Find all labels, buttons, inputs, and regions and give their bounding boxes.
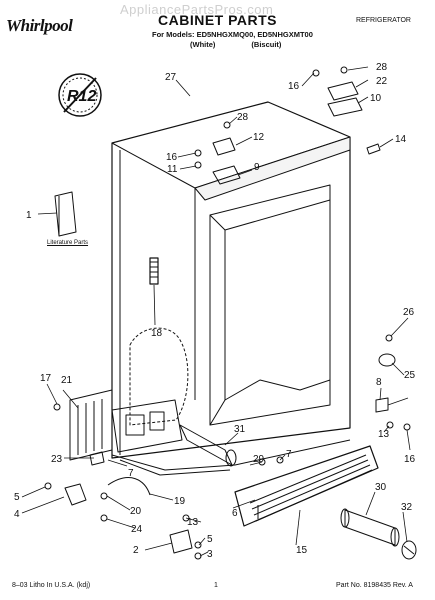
callout-16c: 16 — [404, 454, 416, 465]
callout-15: 15 — [296, 545, 308, 556]
footer-litho: 8–03 Litho In U.S.A. (kdj) — [12, 582, 91, 589]
roller-bracket — [169, 529, 202, 560]
callout-14: 14 — [395, 134, 407, 145]
callout-21: 21 — [61, 375, 73, 386]
callout-5b: 5 — [207, 534, 213, 545]
variant-biscuit: (Biscuit) — [251, 40, 282, 49]
top-hinge-center — [194, 121, 241, 185]
callout-22: 22 — [376, 76, 388, 87]
callout-18: 18 — [151, 328, 163, 339]
callout-12: 12 — [253, 132, 265, 143]
callout-28b: 28 — [376, 62, 388, 73]
callout-27: 27 — [165, 72, 177, 83]
callout-2: 2 — [133, 545, 139, 556]
bottom-hinge-cup — [378, 353, 396, 367]
callout-1: 1 — [26, 210, 32, 221]
callout-10: 10 — [370, 93, 382, 104]
callout-19: 19 — [174, 496, 186, 507]
callout-8: 8 — [376, 377, 382, 388]
toe-grille — [234, 445, 379, 527]
variant-white: (White) — [190, 40, 216, 49]
callout-4: 4 — [14, 509, 20, 520]
model-variants: (White) (Biscuit) — [190, 40, 317, 49]
water-filter — [340, 508, 400, 547]
callout-30: 30 — [375, 482, 387, 493]
callout-16b: 16 — [288, 81, 300, 92]
drain-hose — [107, 477, 151, 496]
bottom-hinge-bracket — [375, 397, 389, 413]
callout-17: 17 — [40, 373, 52, 384]
category-label: REFRIGERATOR — [356, 17, 411, 24]
drain-tube — [179, 424, 233, 466]
callout-26: 26 — [403, 307, 415, 318]
callout-5a: 5 — [14, 492, 20, 503]
callout-9: 9 — [254, 162, 260, 173]
callout-6: 6 — [232, 508, 238, 519]
page-title: CABINET PARTS — [157, 12, 278, 28]
machine-compartment — [69, 389, 351, 476]
callout-32: 32 — [401, 502, 413, 513]
callout-24: 24 — [131, 524, 143, 535]
power-cord-bracket — [89, 451, 105, 466]
spring-part — [149, 257, 159, 285]
leveling-leg — [44, 482, 87, 506]
callout-23: 23 — [51, 454, 63, 465]
callout-28a: 28 — [237, 112, 249, 123]
callout-3: 3 — [207, 549, 213, 560]
brand-logo: Whirlpool — [6, 16, 73, 35]
watermark: AppliancePartsPros.com — [120, 2, 274, 17]
r12-badge — [58, 73, 102, 117]
cutaway-region — [129, 327, 189, 426]
literature-booklet — [54, 191, 77, 237]
literature-parts-label: Literature Parts — [47, 240, 89, 246]
callout-29: 29 — [253, 454, 265, 465]
callout-labels: 1 2 3 4 5 5 6 7 7 8 9 10 11 12 13 13 14 … — [14, 62, 416, 560]
footer-part-number: Part No. 8198435 Rev. A — [336, 582, 413, 589]
r12-badge-text: R12 — [67, 88, 96, 105]
callout-7a: 7 — [128, 468, 134, 479]
callout-13a: 13 — [187, 517, 199, 528]
callout-20: 20 — [130, 506, 142, 517]
callout-31: 31 — [234, 424, 246, 435]
callout-25: 25 — [404, 370, 416, 381]
top-hinge-right — [312, 66, 363, 117]
callout-16a: 16 — [166, 152, 178, 163]
models-line: For Models: ED5NHGXMQ00, ED5NHGXMT00 — [152, 30, 313, 39]
page-number: 1 — [214, 582, 218, 589]
door-stop — [366, 143, 381, 155]
filter-cap — [401, 540, 417, 560]
callout-11: 11 — [167, 164, 178, 175]
callout-7b: 7 — [286, 449, 292, 460]
callout-13b: 13 — [378, 429, 390, 440]
